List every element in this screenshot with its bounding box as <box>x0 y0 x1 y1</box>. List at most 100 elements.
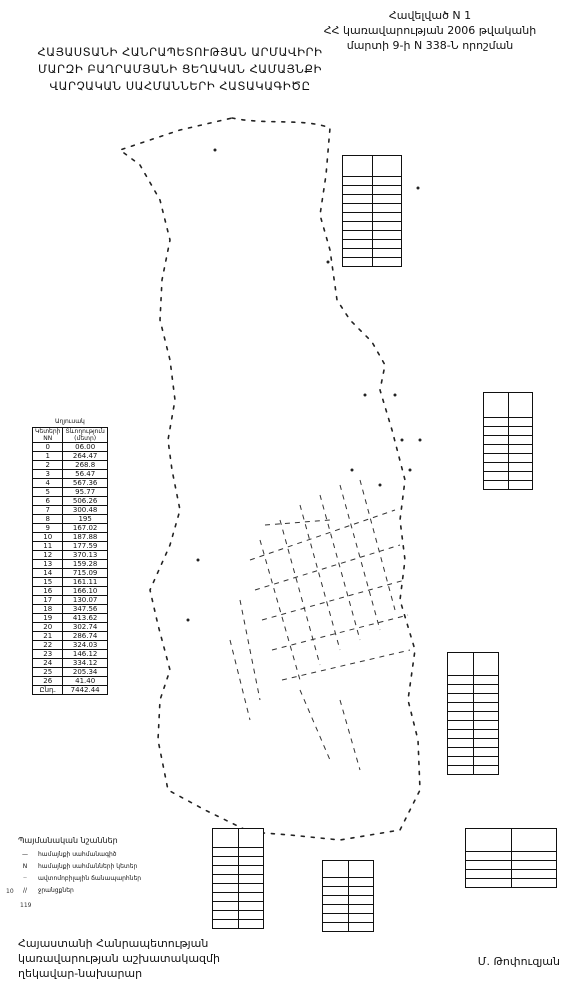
map-legend: Պայմանական նշաններ — համայնքի սահմանագիծ… <box>18 835 218 897</box>
segment-length: 95.77 <box>62 487 108 497</box>
segment-length: 324.03 <box>62 640 108 650</box>
table-caption: Աղյուսակ <box>54 418 85 425</box>
annex-line-3: մարտի 9-ի N 338-Ն որոշման <box>346 39 514 52</box>
segment-length: 205.34 <box>62 667 108 677</box>
segment-length: 56.47 <box>62 469 108 479</box>
legend-item: // ջրանցքներ <box>18 885 218 897</box>
segment-length: 41.40 <box>62 676 108 686</box>
legend-text: ջրանցքներ <box>38 887 74 894</box>
canal-grid <box>229 479 411 771</box>
point-number: 25 <box>31 667 64 677</box>
segment-length: 130.07 <box>62 595 108 605</box>
segment-length: 177.59 <box>62 541 108 551</box>
point-number: 5 <box>31 487 64 497</box>
point-number: 20 <box>31 622 64 632</box>
coordinate-table-sw <box>212 828 264 929</box>
coordinate-table-ne <box>342 155 402 267</box>
segment-length: 159.28 <box>62 559 108 569</box>
legend-item: ·· ավտոմոբիլային ճանապարհներ <box>18 873 218 885</box>
point-number: 11 <box>31 541 64 551</box>
point-number: 21 <box>31 631 64 641</box>
side-mark: 10 <box>6 888 14 895</box>
legend-symbol: // <box>22 887 28 894</box>
point-number: 6 <box>31 496 64 506</box>
point-number: 1 <box>31 451 64 461</box>
point-number: 16 <box>31 586 64 596</box>
total-label: Ընդ. <box>31 685 64 695</box>
legend-title: Պայմանական նշաններ <box>18 836 118 845</box>
segment-length: 370.13 <box>62 550 108 560</box>
segment-length: 268.8 <box>62 460 108 470</box>
footer-line-3: ղեկավար-նախարար <box>18 967 143 980</box>
segment-length: 06.00 <box>62 442 108 452</box>
side-mark: 119 <box>20 902 32 909</box>
title-line-2: ՄԱՐԶԻ ԲԱՂՐԱՄՅԱՆԻ ՑԵՂԱԿԱՆ ՀԱՄԱՅՆՔԻ <box>38 62 322 76</box>
map-title: ՀԱՅԱՍՏԱՆԻ ՀԱՆՐԱՊԵՏՈՒԹՅԱՆ ԱՐՄԱՎԻՐԻ ՄԱՐԶԻ … <box>20 44 340 95</box>
point-number: 26 <box>31 676 64 686</box>
point-number: 9 <box>31 523 64 533</box>
segment-length: 167.02 <box>62 523 108 533</box>
title-line-3: ՎԱՐՉԱԿԱՆ ՍԱՀՄԱՆՆԵՐԻ ՀԱՏԱԿԱԳԻԾԸ <box>49 79 311 93</box>
segment-length: 300.48 <box>62 505 108 515</box>
total-value: 7442.44 <box>62 685 108 695</box>
legend-item: — համայնքի սահմանագիծ <box>18 849 218 861</box>
segment-length: 347.56 <box>62 604 108 614</box>
point-number: 14 <box>31 568 64 578</box>
footer-line-2: կառավարության աշխատակազմի <box>18 952 220 965</box>
boundary-line <box>118 117 421 841</box>
segment-length: 715.09 <box>62 568 108 578</box>
footer-line-1: Հայաստանի Հանրապետության <box>18 937 209 950</box>
segment-length: 161.11 <box>62 577 108 587</box>
legend-text: համայնքի սահմանների կետեր <box>38 863 138 870</box>
column-header-length: Տևողություն (մետր) <box>62 427 108 443</box>
signatory-name: Մ. Թոփուզյան <box>477 955 560 968</box>
segment-length: 567.36 <box>62 478 108 488</box>
legend-text: համայնքի սահմանագիծ <box>38 851 117 858</box>
point-number: 2 <box>31 460 64 470</box>
segment-length: 195 <box>62 514 108 524</box>
legend-text: ավտոմոբիլային ճանապարհներ <box>38 875 142 882</box>
point-number: 24 <box>31 658 64 668</box>
point-number: 4 <box>31 478 64 488</box>
segment-length: 264.47 <box>62 451 108 461</box>
point-number: 12 <box>31 550 64 560</box>
legend-symbol: N <box>22 863 28 870</box>
title-line-1: ՀԱՅԱՍՏԱՆԻ ՀԱՆՐԱՊԵՏՈՒԹՅԱՆ ԱՐՄԱՎԻՐԻ <box>37 45 323 59</box>
segment-length: 187.88 <box>62 532 108 542</box>
coordinate-table-se <box>447 652 499 775</box>
point-number: 15 <box>31 577 64 587</box>
point-number: 0 <box>31 442 64 452</box>
point-number: 22 <box>31 640 64 650</box>
segment-length: 302.74 <box>62 622 108 632</box>
point-number: 3 <box>31 469 64 479</box>
column-header-point: Կետերի NN <box>31 427 64 443</box>
coordinate-table-sc <box>322 860 374 932</box>
annex-line-1: Հավելված N 1 <box>388 9 472 22</box>
coordinate-table-s <box>465 828 557 888</box>
coordinate-table-e <box>483 392 533 490</box>
segment-length: 286.74 <box>62 631 108 641</box>
